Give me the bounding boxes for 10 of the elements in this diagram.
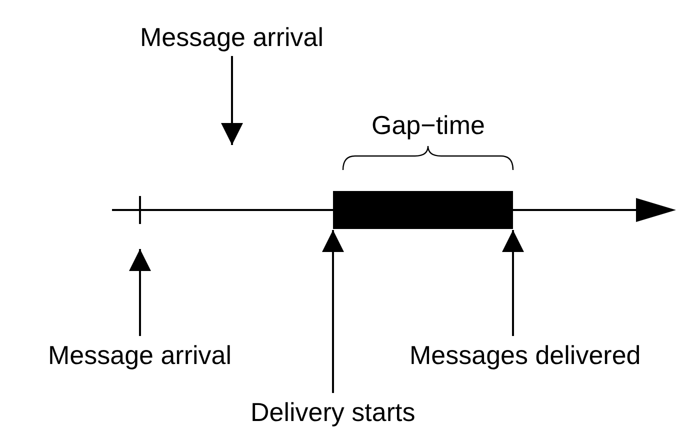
timeline-label: Message arrival: [48, 340, 232, 370]
timeline-label: Message arrival: [140, 22, 324, 52]
gap-label: Gap−time: [372, 110, 485, 140]
arrow: [502, 230, 524, 336]
timeline-label: Messages delivered: [410, 340, 641, 370]
delivery-bar: [333, 191, 513, 229]
arrow: [129, 249, 151, 336]
arrow: [322, 230, 344, 393]
timeline-label: Delivery starts: [250, 397, 416, 427]
arrow: [221, 56, 243, 145]
